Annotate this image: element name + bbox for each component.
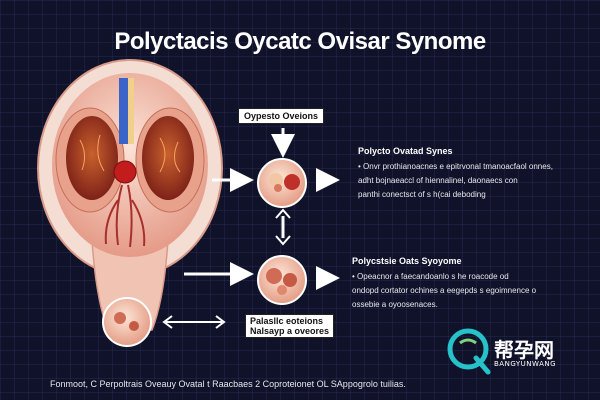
upper-desc-line: adht bojnaeaccl of hiennalinel, daonaecs… <box>358 176 518 185</box>
bottom-node-label: Palasllc eoteions Nalsayp a oveores <box>245 314 335 338</box>
right-kidney-shape <box>142 116 194 200</box>
left-kidney-shape <box>66 116 118 200</box>
upper-follicle-node <box>257 158 307 208</box>
lower-desc-title: Polycstsie Oats Syoyome <box>352 256 462 266</box>
lower-follicle-node <box>257 255 307 305</box>
upper-desc-line: panthi conectsct of s h(cai deboding <box>358 190 486 199</box>
watermark-logo-icon <box>447 328 491 375</box>
bottom-follicle-cell <box>102 297 152 347</box>
flow-arrows <box>162 128 340 329</box>
footer-caption: Fonmoot, C Perpoltrais Oveauy Ovatal t R… <box>50 379 406 389</box>
lower-desc-line: ondopd cortator ochines a eegepds s egoi… <box>352 286 537 295</box>
watermark-brand: 帮孕网 <box>494 338 554 362</box>
lower-desc-line: ossebie a oyoosenaces. <box>352 300 438 309</box>
lower-desc-line: • Opeacnor a faecandoanlo s he roacode o… <box>352 272 509 281</box>
top-node-label: Oypesto Oveions <box>238 108 325 124</box>
upper-desc-title: Polycto Ovatad Synes <box>358 146 453 156</box>
page-title: Polyctacis Oycatc Ovisar Synome <box>114 28 486 55</box>
center-nodule <box>113 160 137 184</box>
ovary-organ-illustration <box>37 59 223 347</box>
bottom-node-label-line2: Nalsayp a oveores <box>250 326 330 336</box>
watermark-subtext: BANGYUNWANG <box>494 360 557 368</box>
bottom-node-label-line1: Palasllc eoteions <box>250 316 324 326</box>
upper-desc-line: • Onvr prothianoacnes e epitrvonal tmano… <box>358 162 553 171</box>
